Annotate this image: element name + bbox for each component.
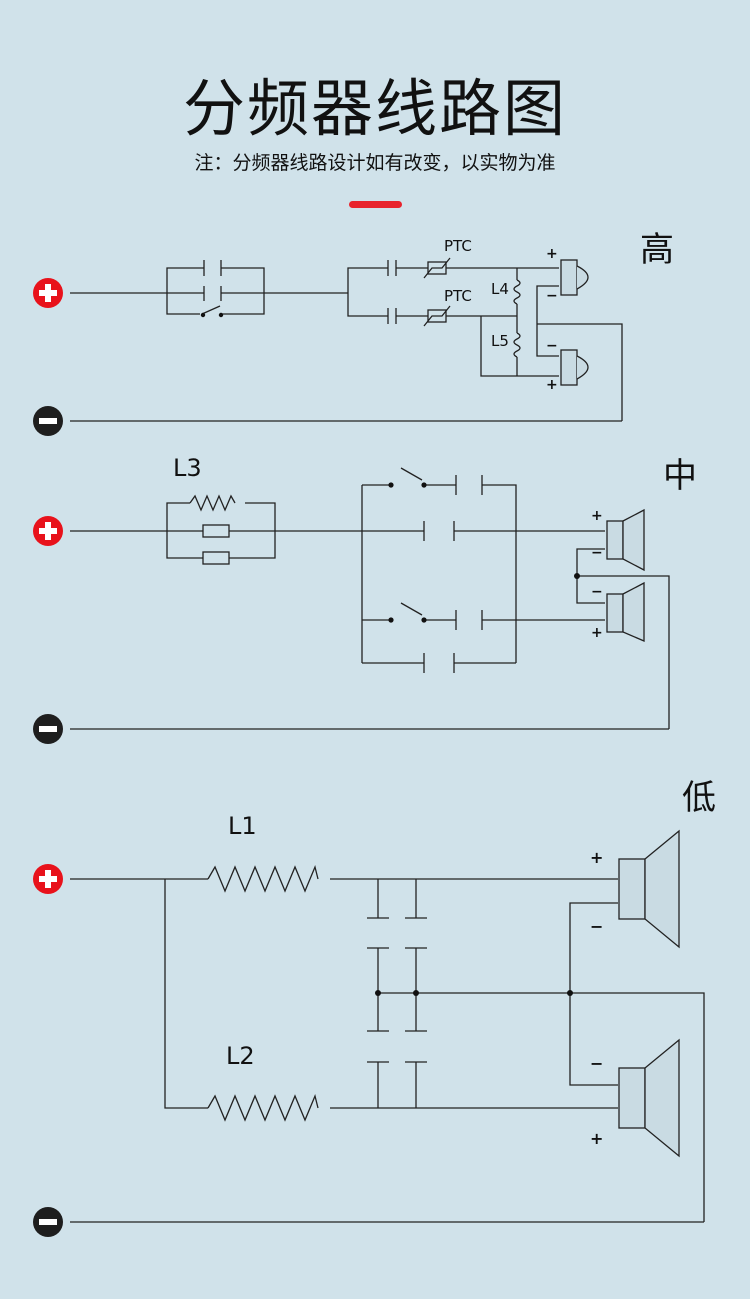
section-label-mid: 中 [663, 456, 697, 496]
section-label-high: 高 [640, 230, 674, 270]
negative-terminal-icon [33, 714, 63, 744]
polarity-minus: − [546, 288, 558, 304]
inductor-label-l4: L4 [491, 280, 509, 298]
positive-terminal-icon [33, 278, 63, 308]
inductor-label-l1: L1 [228, 812, 257, 840]
positive-terminal-icon [33, 516, 63, 546]
inductor-label-l2: L2 [226, 1042, 255, 1070]
speaker-icon [618, 829, 680, 949]
polarity-plus: + [546, 377, 558, 393]
tweeter-icon [560, 349, 589, 386]
ptc-label: PTC [444, 287, 472, 305]
negative-terminal-icon [33, 1207, 63, 1237]
tweeter-icon [560, 259, 589, 296]
speaker-icon [606, 581, 645, 642]
mid-circuit [70, 467, 670, 730]
low-circuit [70, 829, 705, 1223]
polarity-minus: − [590, 917, 604, 936]
polarity-plus: + [546, 246, 558, 262]
page-title: 分频器线路图 [182, 72, 567, 145]
accent-bar [349, 201, 402, 208]
polarity-minus: − [591, 584, 603, 600]
negative-terminal-icon [33, 406, 63, 436]
design-note: 注：分频器线路设计如有改变，以实物为准 [194, 152, 556, 174]
inductor-label-l5: L5 [491, 332, 509, 350]
polarity-plus: + [591, 625, 603, 641]
high-circuit [70, 257, 623, 422]
inductor-label-l3: L3 [173, 454, 202, 482]
polarity-minus: − [546, 338, 558, 354]
polarity-minus: − [590, 1054, 604, 1073]
speaker-icon [618, 1038, 680, 1158]
section-label-low: 低 [682, 778, 716, 818]
speaker-icon [606, 508, 645, 572]
polarity-plus: + [591, 508, 603, 524]
polarity-minus: − [591, 545, 603, 561]
ptc-label: PTC [444, 237, 472, 255]
positive-terminal-icon [33, 864, 63, 894]
polarity-plus: + [590, 1129, 604, 1148]
junction-dots [200, 312, 580, 996]
polarity-plus: + [590, 848, 604, 867]
